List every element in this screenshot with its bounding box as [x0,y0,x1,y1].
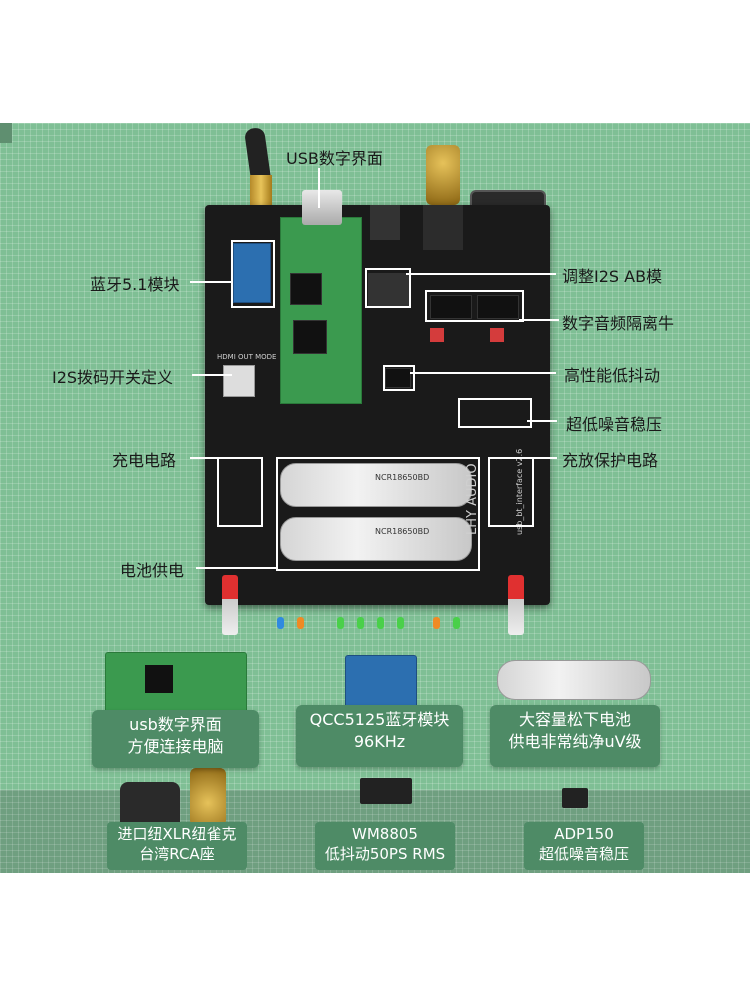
card-usb: usb数字界面 方便连接电脑 [92,710,259,768]
usb-dsp-chip [293,320,327,354]
usb-b-port [302,190,342,225]
battery-label-1: NCR18650BD [375,473,430,482]
label-i2s-dip: I2S拨码开关定义 [52,368,174,387]
highlight-transformers [425,290,524,322]
highlight-i2s-chip [365,268,411,308]
card-usb-line2: 方便连接电脑 [127,737,224,756]
card-xlr-line1: 进口纽XLR纽雀克 [117,825,237,843]
leader-battery [196,567,278,569]
card-usb-line1: usb数字界面 [129,715,222,734]
dip-silkscreen: HDMI OUT MODE [217,353,277,361]
highlight-regulator [458,398,532,428]
led-charge [433,617,440,629]
i2s-ab-chip [368,273,410,307]
usb-interface-module [280,217,362,404]
led-192k [397,617,404,629]
dip-switch-block [223,365,255,397]
corner-tab [0,123,12,143]
leader-usb [318,168,320,208]
label-charge: 充电电路 [112,451,177,470]
leader-charge [190,457,218,459]
label-usb-interface: USB数字界面 [286,149,383,168]
usb-module-chip [145,665,173,693]
highlight-charge [217,457,263,527]
led-standby [453,617,460,629]
card-adp-line1: ADP150 [554,825,614,843]
label-battery-supply: 电池供电 [120,561,185,580]
card-qcc-line1: QCC5125蓝牙模块 [309,710,450,729]
leader-bt [190,281,232,283]
label-bt-module: 蓝牙5.1模块 [90,275,180,294]
card-battery-line1: 大容量松下电池 [518,710,631,729]
card-wm-line2: 低抖动50PS RMS [324,845,446,863]
adp150-photo [562,788,588,808]
card-battery: 大容量松下电池 供电非常纯净uV级 [490,705,660,767]
card-xlr: 进口纽XLR纽雀克 台湾RCA座 [107,822,247,870]
power-toggle-left [222,575,238,635]
rca-base [423,205,463,250]
isolation-transformer-2 [477,295,519,319]
interface-board: NCR18650BD NCR18650BD HDMI OUT MODE LHY … [205,190,550,629]
leader-low-jitter [410,372,556,374]
highlight-wm8805 [383,365,415,391]
led-bt [277,617,284,629]
usb-controller-chip [290,273,322,305]
leader-i2s-dip [192,374,232,376]
highlight-battery [276,457,480,571]
leader-protect [529,457,557,459]
card-battery-line2: 供电非常纯净uV级 [508,732,642,751]
red-capacitor-2 [490,328,504,342]
led-48k [357,617,364,629]
usb-module-photo [105,652,247,714]
battery-photo [497,660,651,700]
led-96k [377,617,384,629]
highlight-bt-module [231,240,275,308]
isolation-transformer-1 [430,295,472,319]
label-digital-isolation: 数字音频隔离牛 [562,314,675,333]
label-low-jitter: 高性能低抖动 [564,366,661,385]
card-qcc-line2: 96KHz [353,732,406,751]
rca-photo [190,768,226,826]
red-capacitor-1 [430,328,444,342]
rca-jack [426,145,460,205]
battery-cell-2 [280,517,472,561]
card-wm: WM8805 低抖动50PS RMS [315,822,455,870]
leader-isolation [519,319,559,321]
bluetooth-module [233,243,271,303]
leader-ultra-low [527,420,557,422]
card-qcc: QCC5125蓝牙模块 96KHz [296,705,463,767]
led-44k [337,617,344,629]
card-xlr-line2: 台湾RCA座 [139,845,215,863]
label-ultra-low-noise: 超低噪音稳压 [566,415,663,434]
power-toggle-right [508,575,524,635]
card-adp-line2: 超低噪音稳压 [538,845,629,863]
leader-adjust [406,273,556,275]
card-wm-line1: WM8805 [352,825,418,843]
led-usb [297,617,304,629]
card-adp: ADP150 超低噪音稳压 [524,822,644,870]
highlight-protect [488,457,534,527]
label-charge-protect: 充放保护电路 [562,451,659,470]
battery-cell-1 [280,463,472,507]
wm8805-chip [385,368,411,388]
wm8805-photo [360,778,412,804]
optical-port [370,205,400,240]
battery-label-2: NCR18650BD [375,527,430,536]
label-adjust-i2s: 调整I2S AB模 [562,267,663,286]
